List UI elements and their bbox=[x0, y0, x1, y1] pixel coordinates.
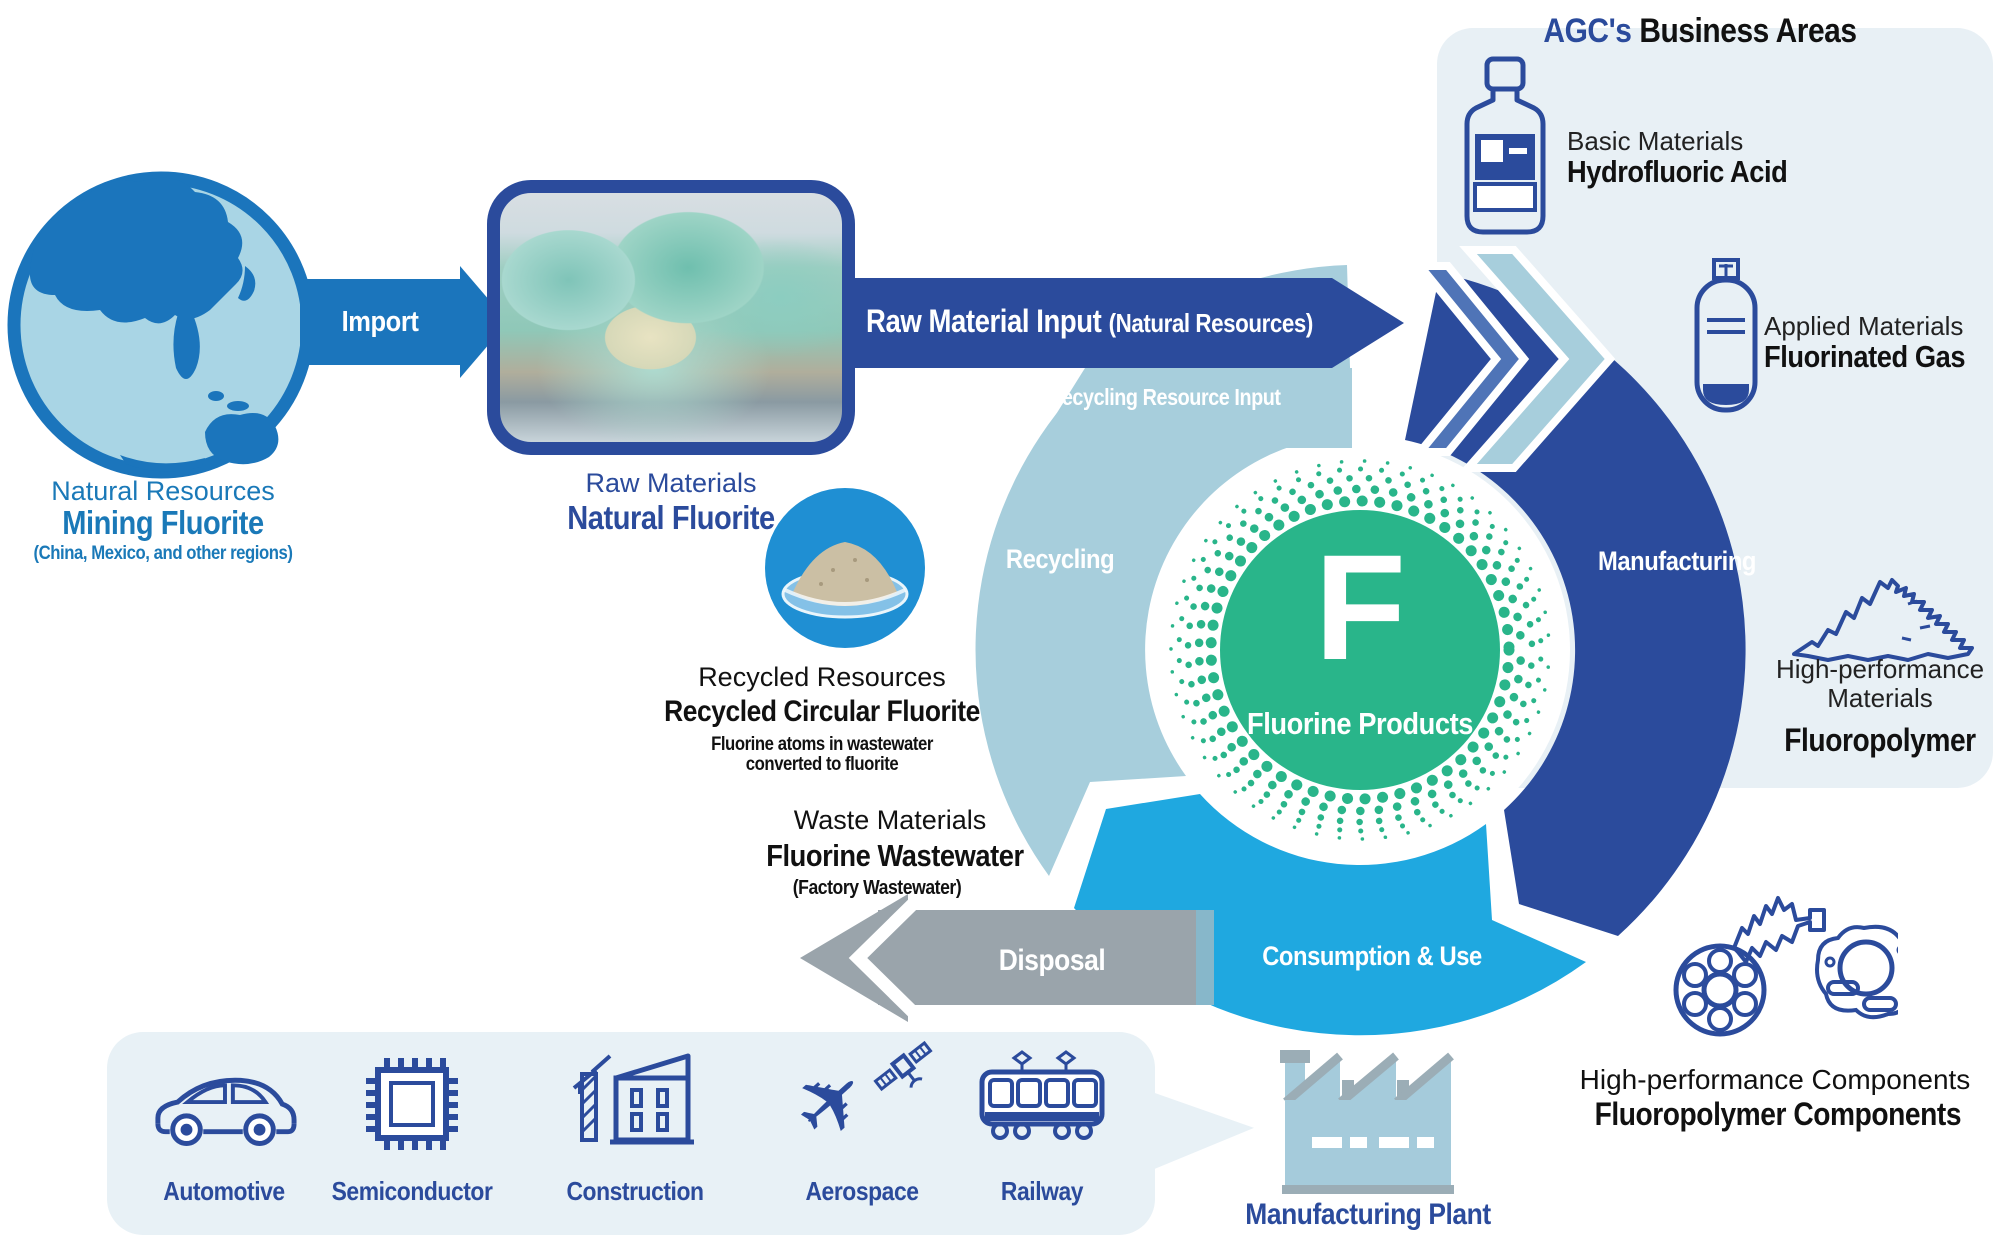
industry-label-construction: Construction bbox=[566, 1176, 704, 1206]
fluorine-symbol: F bbox=[1314, 523, 1406, 691]
raw-material-input-arrow bbox=[840, 278, 1404, 368]
airplane-satellite-icon: ✈ bbox=[774, 1040, 936, 1161]
junction-chevron-pale bbox=[1459, 246, 1616, 472]
manufacturing-plant-label: Manufacturing Plant bbox=[1245, 1198, 1491, 1231]
business-item-1-category: Basic Materials bbox=[1567, 126, 1744, 156]
waste-materials-note: (Factory Wastewater) bbox=[792, 877, 962, 899]
industry-label-semiconductor: Semiconductor bbox=[331, 1176, 493, 1206]
satellite-icon bbox=[873, 1040, 933, 1092]
recycling-segment-label: Recycling bbox=[1005, 544, 1115, 574]
natural-resources-title: Mining Fluorite bbox=[62, 504, 264, 541]
fluorite-powder-photo bbox=[765, 488, 925, 648]
raw-materials-title: Natural Fluorite bbox=[567, 499, 775, 536]
recycled-resources-title: Recycled Circular Fluorite bbox=[664, 695, 980, 728]
raw-materials-category: Raw Materials bbox=[585, 468, 757, 498]
natural-resources-note: (China, Mexico, and other regions) bbox=[33, 543, 293, 564]
disposal-arrow-label: Disposal bbox=[998, 944, 1106, 977]
fluorine-products-label: Fluorine Products bbox=[1247, 706, 1473, 741]
fluorine-center-circle bbox=[1169, 459, 1551, 841]
junction-chevron-blue bbox=[1411, 262, 1530, 456]
agc-brand: AGC's bbox=[1543, 12, 1632, 50]
business-item-2-category: Applied Materials bbox=[1764, 311, 1964, 341]
import-arrow bbox=[300, 266, 508, 378]
business-item-3-name: Fluoropolymer bbox=[1784, 722, 1976, 758]
recycled-resources-note1: Fluorine atoms in wastewater bbox=[711, 734, 933, 755]
consumption-segment-label: Consumption & Use bbox=[1262, 941, 1482, 971]
tram-icon bbox=[979, 1050, 1105, 1140]
components-category: High-performance Components bbox=[1579, 1064, 1971, 1095]
waste-materials-category: Waste Materials bbox=[793, 805, 987, 835]
chip-icon bbox=[366, 1058, 458, 1150]
industry-label-automotive: Automotive bbox=[163, 1176, 285, 1206]
waste-materials-title: Fluorine Wastewater bbox=[766, 838, 1024, 873]
business-item-3-category: High-performance Materials bbox=[1775, 654, 1985, 713]
components-title: Fluoropolymer Components bbox=[1594, 1096, 1962, 1132]
gas-cylinder-icon bbox=[1694, 258, 1758, 413]
business-item-1-name: Hydrofluoric Acid bbox=[1567, 154, 1788, 189]
natural-resources-category: Natural Resources bbox=[51, 476, 275, 506]
natural-fluorite-photo bbox=[487, 180, 855, 455]
raw-material-input-label: Raw Material Input (Natural Resources) bbox=[866, 303, 1313, 339]
machine-parts-icon bbox=[1673, 896, 1898, 1037]
recycled-resources-note2: converted to fluorite bbox=[745, 754, 899, 775]
recycling-input-band bbox=[1035, 368, 1352, 448]
recycled-resources-category: Recycled Resources bbox=[698, 662, 946, 692]
globe-icon bbox=[7, 171, 315, 479]
recycling-resource-input-label: Recycling Resource Input bbox=[1048, 384, 1281, 410]
car-icon bbox=[155, 1077, 297, 1146]
import-arrow-label: Import bbox=[341, 306, 419, 338]
industry-label-railway: Railway bbox=[1000, 1176, 1084, 1206]
factory-icon bbox=[1280, 1050, 1454, 1194]
manufacturing-segment-label: Manufacturing bbox=[1598, 546, 1756, 576]
acid-bottle-icon bbox=[1464, 56, 1546, 235]
disposal-arrow bbox=[800, 894, 1214, 1022]
industry-label-aerospace: Aerospace bbox=[805, 1176, 919, 1206]
powder-pile-icon bbox=[1792, 578, 1974, 662]
crane-building-icon bbox=[572, 1053, 694, 1145]
business-item-2-name: Fluorinated Gas bbox=[1764, 339, 1966, 374]
business-areas-title: AGC's Business Areas bbox=[1543, 12, 1857, 50]
